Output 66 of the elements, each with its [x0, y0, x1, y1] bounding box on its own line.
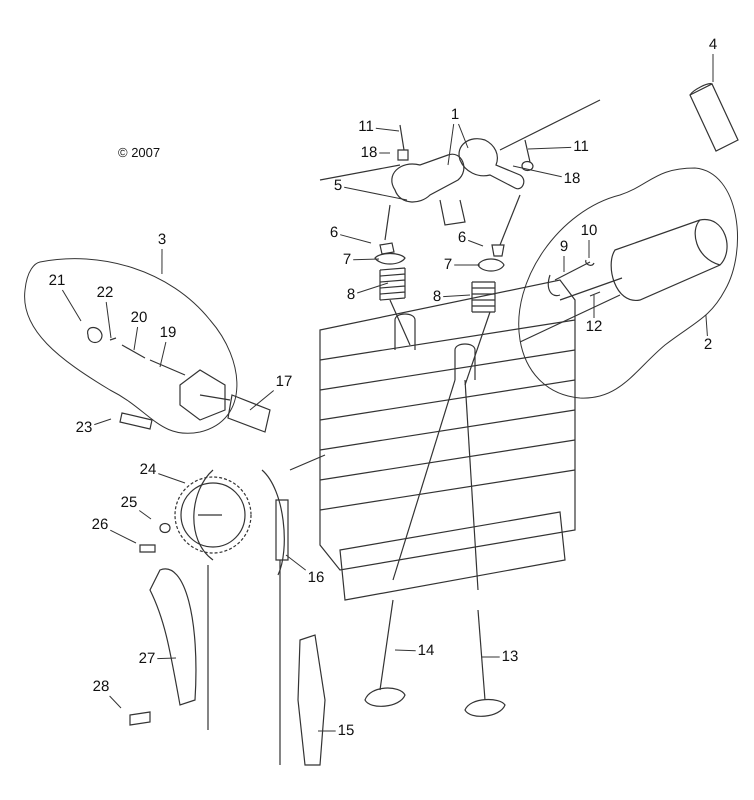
leader-line	[356, 282, 388, 294]
callout-number: 28	[92, 679, 110, 695]
leader-line	[106, 302, 112, 338]
leader-line	[110, 530, 136, 544]
callout-number: 22	[96, 285, 114, 301]
leader-line	[62, 290, 82, 322]
leader-line	[158, 473, 186, 484]
callout-number: 15	[338, 723, 354, 739]
callout-number: 23	[76, 420, 92, 436]
callout-number: 26	[92, 517, 108, 533]
callout-number: 9	[560, 239, 568, 255]
callout-number: 7	[444, 257, 452, 273]
callout-number: 5	[334, 178, 342, 194]
callout-number: 6	[330, 225, 338, 241]
leader-line	[448, 124, 454, 166]
callout-number: 27	[138, 651, 156, 667]
leader-line	[94, 418, 112, 426]
leader-line	[318, 730, 336, 732]
leader-line	[344, 186, 408, 200]
leader-line	[250, 390, 274, 410]
callout-number: 11	[358, 119, 374, 135]
leader-line	[352, 258, 380, 260]
leader-line	[378, 152, 390, 154]
callout-number: 20	[130, 310, 148, 326]
callout-number: 19	[160, 325, 176, 341]
callout-number: 14	[418, 643, 434, 659]
callout-number: 2	[704, 337, 712, 353]
leader-line	[468, 240, 484, 246]
copyright-note: © 2007	[118, 145, 160, 160]
callout-number: 10	[580, 223, 598, 239]
leader-line	[512, 166, 562, 178]
leader-line	[286, 554, 306, 571]
leader-line	[156, 658, 176, 660]
leader-line	[394, 650, 416, 652]
leader-line	[109, 696, 122, 708]
callout-number: 8	[432, 289, 442, 305]
callout-number: 17	[276, 374, 292, 390]
callout-number: 8	[346, 287, 356, 303]
callout-number: 13	[502, 649, 518, 665]
callout-number: 6	[458, 230, 466, 246]
leader-line	[134, 326, 138, 350]
callout-number: 18	[360, 145, 378, 161]
leader-line	[442, 294, 470, 298]
callout-number: 7	[342, 252, 352, 268]
leader-line	[454, 264, 480, 266]
leader-line	[458, 124, 468, 148]
callout-number: 21	[48, 273, 66, 289]
leader-line	[588, 240, 590, 258]
callout-number: 16	[308, 570, 324, 586]
callout-number: 1	[450, 107, 460, 123]
leader-line	[161, 248, 162, 274]
callout-number: 4	[708, 37, 718, 53]
callout-number: 18	[564, 171, 580, 187]
leader-line	[160, 342, 166, 368]
leader-line	[528, 146, 572, 150]
callout-number: 3	[158, 232, 166, 248]
leader-line	[705, 314, 708, 336]
leader-line	[482, 656, 500, 658]
leader-line	[375, 128, 400, 132]
leader-line	[340, 234, 372, 244]
callout-number: 24	[140, 462, 156, 478]
callout-number: 11	[573, 139, 589, 155]
leader-line	[138, 510, 152, 520]
callout-number: 25	[120, 495, 138, 511]
callout-number: 12	[586, 319, 602, 335]
leader-line	[712, 54, 714, 82]
